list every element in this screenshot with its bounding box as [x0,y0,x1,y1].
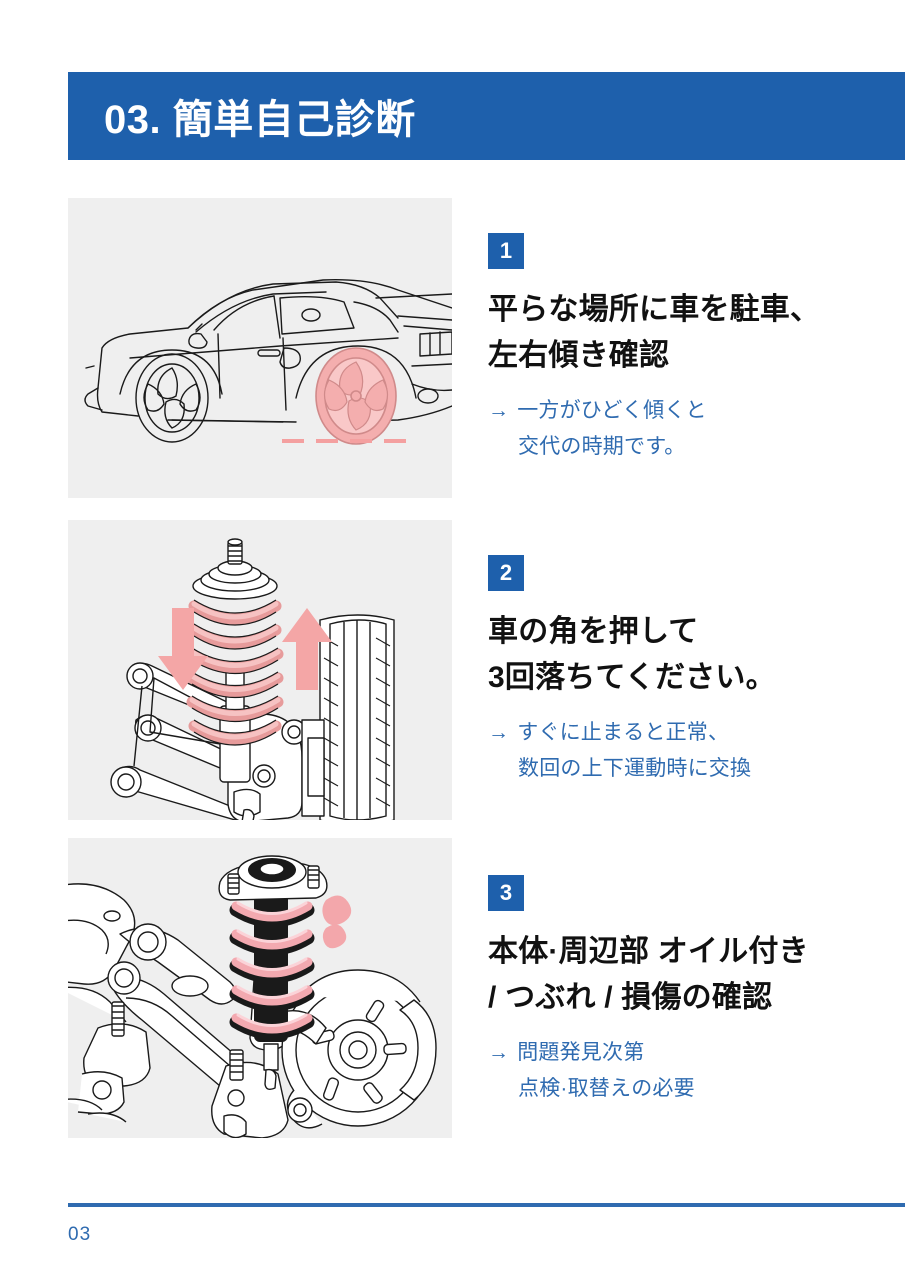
note-line: → 一方がひどく傾くと [488,393,895,429]
step-row-2: 2 車の角を押して 3回落ちてください。 → すぐに止まると正常、 数回の上下運動… [68,520,905,820]
figure-suspension-strut [68,520,452,820]
arrow-right-icon: → [488,399,510,422]
headline-line: 平らな場所に車を駐車、 [488,293,821,326]
note-text: 一方がひどく傾くと [517,399,707,422]
step-content-1: 1 平らな場所に車を駐車、 左右傾き確認 → 一方がひどく傾くと 交代の時期です。 [488,198,895,498]
note-text: すぐに止まると正常、 [517,721,730,744]
up-arrow-shape [282,608,332,690]
arrow-right-icon: → [488,1041,510,1064]
step-row-3: 3 本体·周辺部 オイル付き / つぶれ / 損傷の確認 → 問題発見次第 点検·… [68,838,905,1138]
step-content-2: 2 車の角を押して 3回落ちてください。 → すぐに止まると正常、 数回の上下運動… [488,520,895,820]
arrow-right-icon: → [488,721,510,744]
figure-front-suspension-assembly [68,838,452,1138]
note-text: 問題発見次第 [517,1041,645,1064]
down-arrow-shape [158,608,208,690]
footer-divider [68,1203,905,1207]
step-content-3: 3 本体·周辺部 オイル付き / つぶれ / 損傷の確認 → 問題発見次第 点検·… [488,838,895,1138]
step-badge-2: 2 [488,555,524,591]
step-headline-2: 車の角を押して 3回落ちてください。 [488,609,895,701]
headline-line: / つぶれ / 損傷の確認 [488,981,773,1014]
note-line: 点検·取替えの必要 [518,1077,695,1100]
note-line: → 問題発見次第 [488,1035,895,1071]
step-badge-1: 1 [488,233,524,269]
headline-line: 3回落ちてください。 [488,661,776,694]
step-headline-1: 平らな場所に車を駐車、 左右傾き確認 [488,287,895,379]
note-line: 数回の上下運動時に交換 [518,757,752,780]
step-note-3: → 問題発見次第 点検·取替えの必要 [488,1035,895,1107]
step-note-2: → すぐに止まると正常、 数回の上下運動時に交換 [488,715,895,787]
page-title: 03. 簡単自己診断 [104,98,416,142]
step-headline-3: 本体·周辺部 オイル付き / つぶれ / 損傷の確認 [488,929,895,1021]
oil-drip-marks [322,895,352,949]
headline-line: 車の角を押して [488,615,699,648]
figure-car-side-view [68,198,452,498]
note-line: → すぐに止まると正常、 [488,715,895,751]
page-header-bar: 03. 簡単自己診断 [68,72,905,160]
headline-line: 本体·周辺部 オイル付き [488,935,809,968]
step-row-1: 1 平らな場所に車を駐車、 左右傾き確認 → 一方がひどく傾くと 交代の時期です。 [68,198,905,498]
note-line: 交代の時期です。 [518,435,686,458]
footer-page-number: 03 [68,1224,92,1245]
step-badge-3: 3 [488,875,524,911]
headline-line: 左右傾き確認 [488,339,670,372]
step-note-1: → 一方がひどく傾くと 交代の時期です。 [488,393,895,465]
